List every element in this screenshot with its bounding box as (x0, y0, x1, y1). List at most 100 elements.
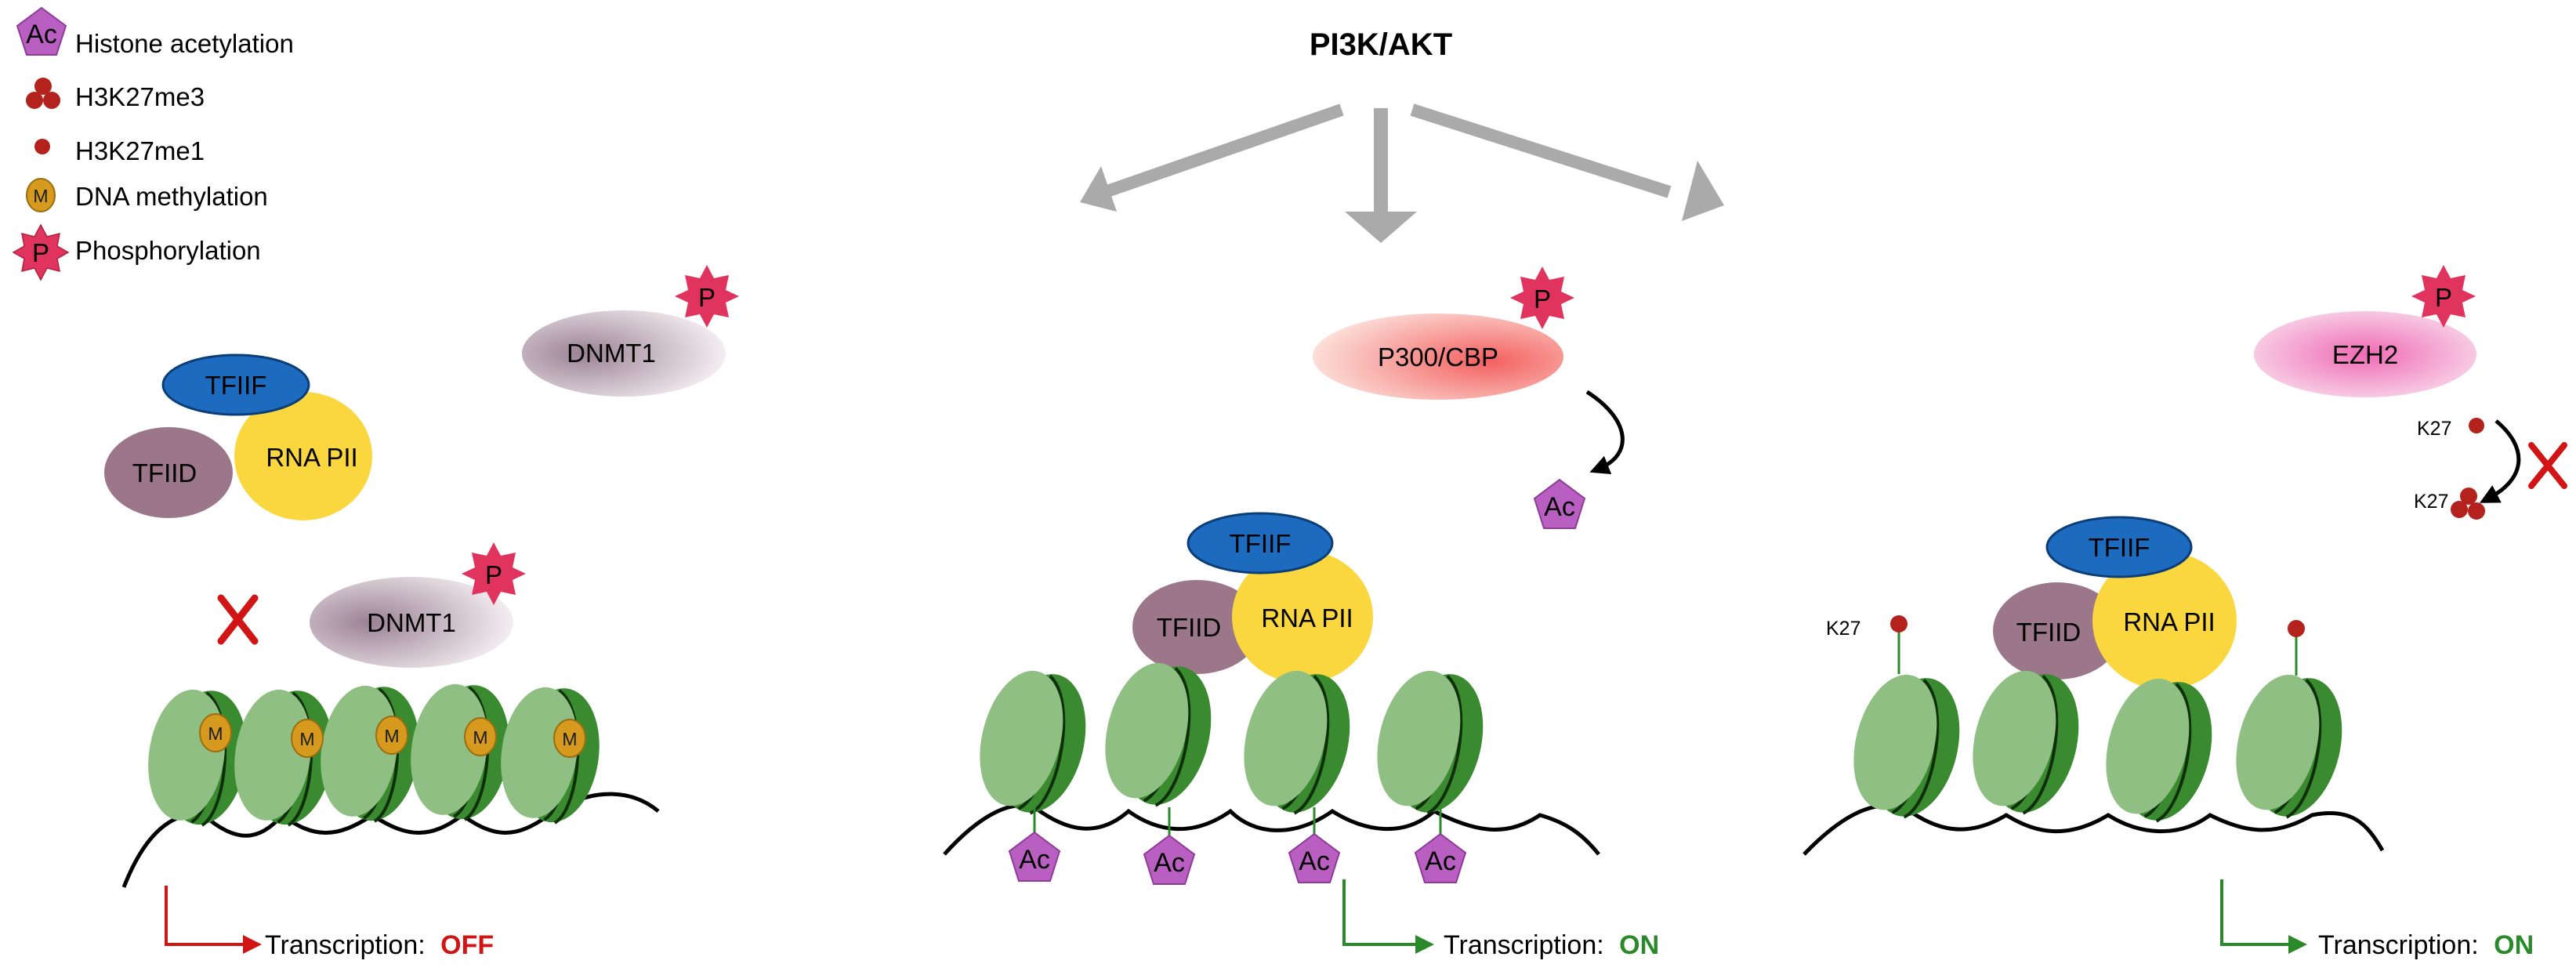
nucleosome (411, 683, 509, 821)
dna-methylation-marks: M M M M M (199, 713, 586, 758)
legend-h3k27me3-label: H3K27me3 (75, 82, 205, 111)
transcription-complex-middle: TFIIF TFIID RNA PII (1132, 512, 1373, 683)
arrow-to-right-panel (1410, 103, 1724, 221)
tfiif-label: TFIIF (1230, 529, 1292, 558)
transcription-status-left: Transcription: OFF (165, 886, 494, 960)
methyl-mark: M (291, 719, 324, 758)
nucleosome-array-right (1853, 670, 2342, 823)
ezh2: EZH2 P (2254, 265, 2476, 397)
rnapii-label: RNA PII (266, 443, 357, 472)
phospho-symbol: P (698, 283, 716, 312)
svg-text:Transcription: ON: Transcription: ON (1444, 930, 1659, 960)
acetyl-mark: Ac (1143, 807, 1196, 885)
legend: Ac Histone acetylation H3K27me3 H3K27me1… (12, 6, 294, 281)
ezh2-label: EZH2 (2332, 340, 2398, 369)
p300-cbp: P300/CBP P (1313, 266, 1574, 400)
tss-arrow-on (2220, 879, 2307, 954)
transcription-state-on: ON (2494, 930, 2534, 960)
svg-text:M: M (299, 729, 314, 749)
arrow-to-left-panel (1080, 103, 1344, 212)
rnapii-label: RNA PII (1261, 603, 1353, 632)
transcription-label: Transcription: (2318, 930, 2479, 960)
phospho-symbol: P (485, 560, 502, 589)
middle-panel: P300/CBP P Ac TFIIF TFIID RNA PII (943, 266, 1659, 960)
tfiid-label: TFIID (132, 459, 197, 488)
nucleosome (1853, 674, 1960, 819)
transcription-complex-left: TFIIF TFIID RNA PII (104, 353, 372, 520)
nucleosome (980, 670, 1086, 815)
legend-h3k27me1-label: H3K27me1 (75, 136, 205, 165)
transcription-label: Transcription: (265, 930, 426, 960)
phospho-symbol: P (2435, 283, 2452, 312)
methyl-mark: M (553, 719, 586, 758)
legend-methyl-symbol: M (33, 186, 48, 206)
transcription-complex-right: TFIIF TFIID RNA PII (1993, 516, 2237, 690)
dnmt1-free: DNMT1 P (522, 265, 739, 397)
nucleosome (1973, 670, 2079, 815)
dnmt1-bound-label: DNMT1 (367, 608, 456, 637)
methyl-mark: M (375, 716, 408, 755)
phospho-star-icon (12, 223, 70, 281)
svg-text:M: M (208, 723, 223, 744)
nucleosome-array-middle (980, 662, 1484, 815)
svg-text:Ac: Ac (1425, 846, 1456, 876)
svg-text:Ac: Ac (1299, 846, 1330, 876)
legend-item-h3k27me3: H3K27me3 (26, 78, 205, 111)
right-panel: EZH2 P K27 K27 TFIIF TF (1802, 265, 2567, 960)
transcription-label: Transcription: (1444, 930, 1604, 960)
transcription-status-middle: Transcription: ON (1342, 879, 1659, 960)
tfiid-label: TFIID (1157, 613, 1221, 642)
pathway-arrows (1080, 103, 1724, 243)
transcription-state-off: OFF (440, 930, 494, 960)
legend-dna-methylation-label: DNA methylation (75, 182, 268, 211)
methyl-mark: M (199, 713, 232, 752)
tfiif-label: TFIIF (205, 371, 267, 400)
acetylation-curve-arrow (1585, 390, 1625, 474)
monomethyl-dot-icon (1890, 615, 1908, 632)
p300-cbp-label: P300/CBP (1378, 343, 1498, 372)
phospho-star-icon (2411, 265, 2476, 328)
rnapii-label: RNA PII (2123, 607, 2215, 636)
arrow-to-middle-panel (1345, 108, 1417, 243)
legend-acetylation-label: Histone acetylation (75, 29, 294, 58)
acetyl-pentagon-icon (16, 6, 67, 56)
nucleosome (1377, 670, 1484, 815)
k27-tail-marks: K27 (1826, 615, 2305, 676)
nucleosome (2236, 674, 2342, 819)
dnmt1-bound: DNMT1 P (310, 542, 526, 668)
nucleosome (1105, 662, 1212, 807)
left-panel: DNMT1 P TFIIF TFIID RNA PII DNMT1 P (104, 265, 739, 960)
trimethyl-cluster-icon (2451, 488, 2485, 520)
phospho-star-icon (1510, 266, 1574, 329)
acetyl-product: Ac (1533, 478, 1586, 529)
svg-text:M: M (384, 726, 399, 746)
dna-strand-middle (943, 803, 1600, 856)
svg-text:M: M (473, 727, 487, 748)
legend-item-h3k27me1: H3K27me1 (34, 136, 205, 165)
svg-text:Transcription: ON: Transcription: ON (2318, 930, 2534, 960)
phospho-star-icon (675, 265, 739, 328)
tfiif-label: TFIIF (2089, 533, 2150, 562)
nucleosome (501, 687, 600, 825)
tss-arrow-on (1342, 879, 1434, 954)
trimethyl-cluster-icon (26, 78, 60, 109)
dnmt1-top-label: DNMT1 (567, 339, 656, 368)
legend-phospho-symbol: P (32, 238, 49, 267)
methyl-mark: M (464, 717, 497, 756)
blocked-x-icon (2528, 442, 2567, 489)
legend-item-dna-methylation: M DNA methylation (26, 178, 268, 212)
nucleosome (234, 689, 333, 827)
svg-text:M: M (562, 729, 577, 749)
nucleosome (321, 685, 419, 823)
monomethyl-dot-icon (2469, 418, 2484, 433)
dna-methyl-icon (26, 178, 56, 212)
svg-text:Transcription: OFF: Transcription: OFF (265, 930, 494, 960)
transcription-status-right: Transcription: ON (2220, 879, 2534, 960)
monomethyl-dot-icon (34, 139, 50, 154)
transcription-state-on: ON (1619, 930, 1659, 960)
acetyl-mark: Ac (1414, 807, 1467, 883)
nucleosome-array-left (148, 683, 600, 827)
legend-phosphorylation-label: Phosphorylation (75, 236, 261, 265)
k27-label: K27 (2414, 491, 2448, 513)
